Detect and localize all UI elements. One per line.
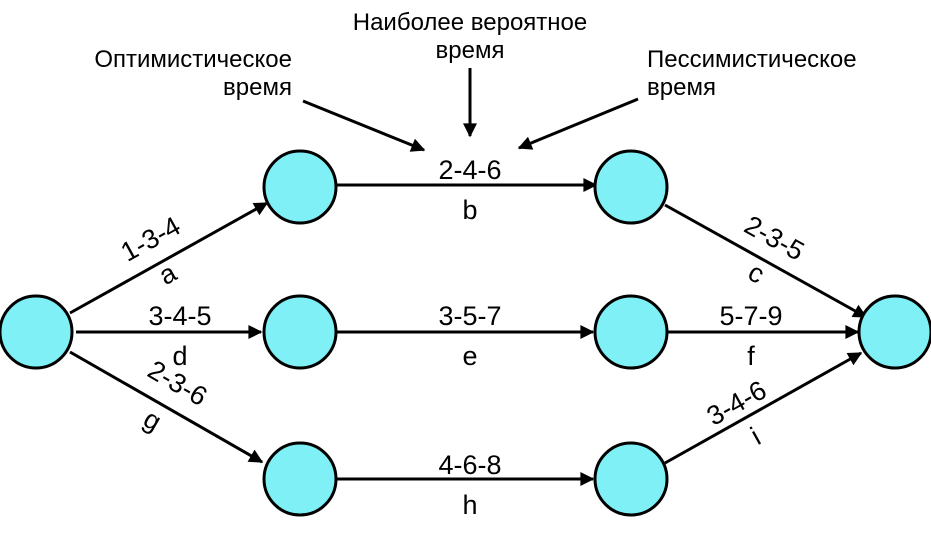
edge-a-name: a: [154, 257, 183, 291]
edge-g: [69, 350, 264, 464]
annotation-arrow-optimistic: [302, 99, 426, 152]
node-bottom-2: [593, 441, 669, 517]
edge-i-name: i: [746, 422, 766, 451]
node-bottom-1: [262, 441, 338, 517]
node-top-2: [593, 149, 669, 225]
edge-i: [664, 351, 863, 465]
node-start: [0, 294, 74, 370]
edge-d-name: d: [172, 341, 187, 371]
edge-b-name: b: [462, 195, 477, 225]
annotation-most-likely-line2: время: [436, 37, 505, 64]
edge-a-times: 1-3-4: [116, 211, 186, 268]
edge-e-times: 3-5-7: [438, 301, 501, 331]
edge-d-times: 3-4-5: [148, 301, 211, 331]
annotation-most-likely-line1: Наиболее вероятное: [353, 9, 587, 36]
annotation-optimistic-line2: время: [223, 74, 292, 101]
edge-h-name: h: [462, 490, 477, 520]
annotation-pessimistic-line2: время: [647, 74, 716, 101]
edge-c-name: c: [743, 257, 769, 290]
edge-e-name: e: [462, 341, 477, 371]
annotation-optimistic-line1: Оптимистическое: [94, 46, 292, 73]
edge-h-times: 4-6-8: [438, 450, 501, 480]
annotation-pessimistic-line1: Пессимистическое: [647, 46, 857, 73]
edge-a: [69, 201, 269, 315]
annotation-arrow-pessimistic: [517, 97, 639, 150]
node-mid-2: [593, 294, 669, 370]
edge-c-times: 2-3-5: [740, 210, 810, 267]
node-mid-1: [262, 294, 338, 370]
edge-f-name: f: [747, 341, 755, 371]
edge-f-times: 5-7-9: [719, 301, 782, 331]
node-end: [857, 294, 931, 370]
edge-c: [664, 203, 868, 319]
node-top-1: [262, 149, 338, 225]
edge-g-name: g: [138, 403, 166, 436]
edge-b-times: 2-4-6: [438, 155, 501, 185]
